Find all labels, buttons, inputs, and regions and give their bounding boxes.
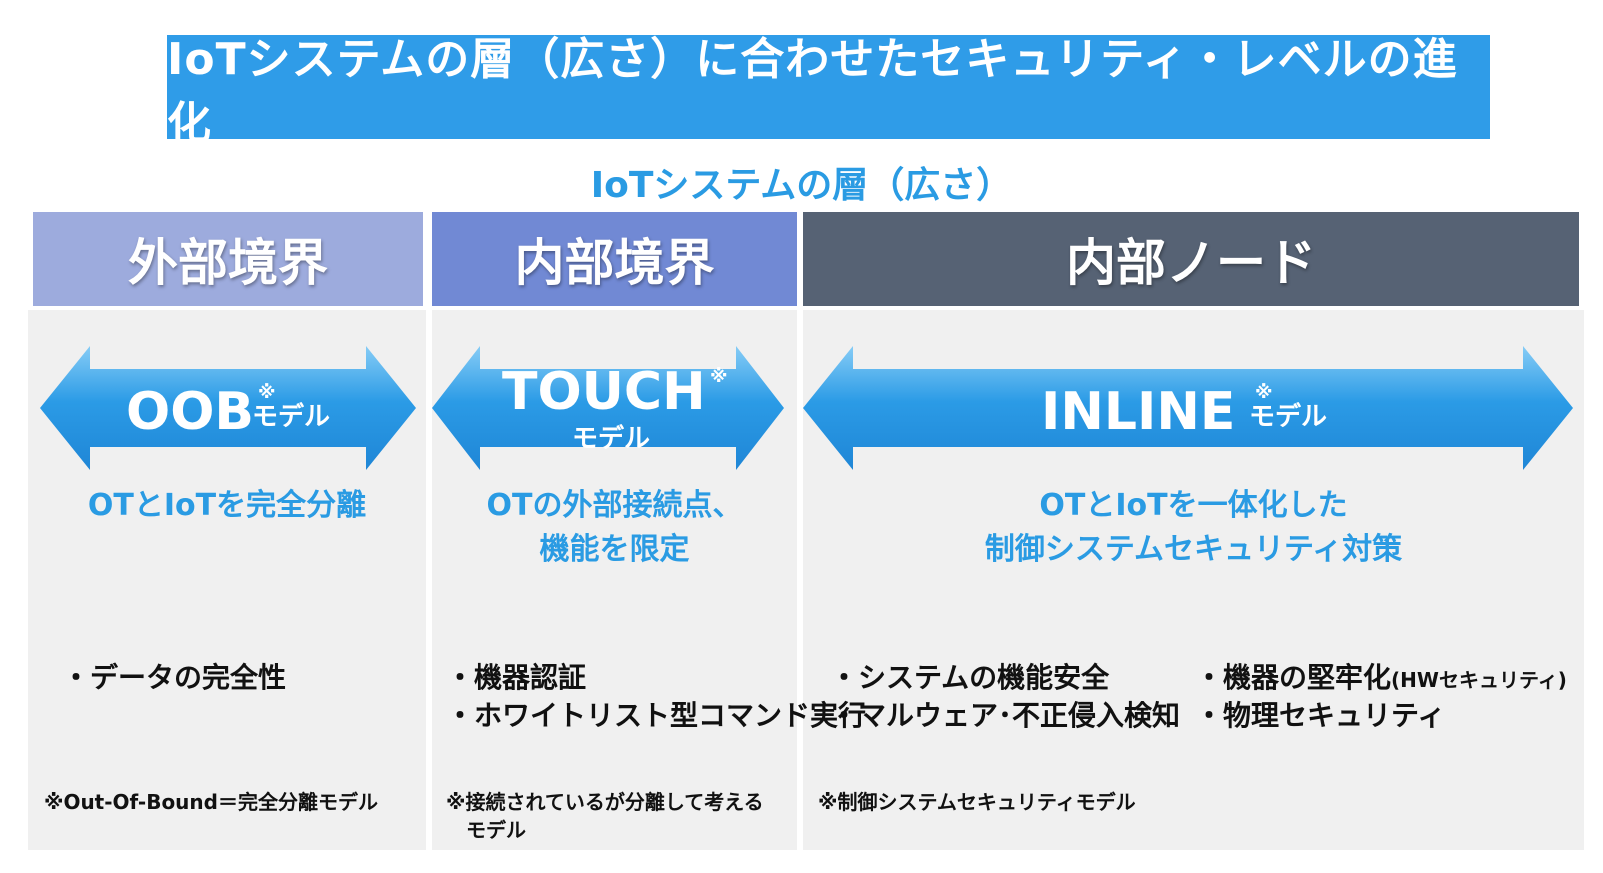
double-arrow-icon <box>432 346 784 470</box>
inline-bullet: ・マルウェア･不正侵入検知 <box>830 699 1181 732</box>
touch-bullet: ・機器認証 <box>446 661 587 694</box>
touch-model-arrow: TOUCH ※ モデル <box>432 346 784 470</box>
oob-model-suffix: モデル <box>252 402 331 432</box>
touch-model-mark: ※ <box>710 366 728 387</box>
inline-bullet-small: (HWセキュリティ) <box>1391 668 1567 692</box>
inline-bullet: ・機器の堅牢化(HWセキュリティ) <box>1195 656 1567 696</box>
touch-bullet: ・ホワイトリスト型コマンド実行 <box>446 699 867 732</box>
inline-bullet: ・物理セキュリティ <box>1195 699 1446 732</box>
oob-note-line: ※Out-Of-Bound＝完全分離モデル <box>44 790 378 814</box>
header-outer-boundary: 外部境界 <box>33 212 423 306</box>
header-inner-node: 内部ノード <box>803 212 1579 306</box>
inline-description-line: 制御システムセキュリティ対策 <box>984 532 1403 567</box>
inline-model-name: INLINE <box>1041 382 1236 442</box>
header-inner-boundary: 内部境界 <box>432 212 797 306</box>
oob-model-arrow: OOB ※ モデル <box>40 346 416 470</box>
oob-model-mark: ※ <box>258 382 276 403</box>
inline-description-line: OTとIoTを一体化した <box>1039 488 1348 523</box>
section-subtitle: IoTシステムの層（広さ） <box>590 165 1013 206</box>
inline-bullet-main: ・機器の堅牢化 <box>1195 661 1392 694</box>
touch-note: ※接続されているが分離して考える モデル <box>446 788 764 844</box>
touch-description: OTの外部接続点、 機能を限定 <box>432 484 797 572</box>
inline-model-suffix: モデル <box>1249 402 1328 432</box>
inline-model-arrow: INLINE ※ モデル <box>803 346 1573 470</box>
oob-model-name: OOB <box>126 382 255 442</box>
oob-note: ※Out-Of-Bound＝完全分離モデル <box>44 788 378 816</box>
touch-model-suffix: モデル <box>572 424 651 454</box>
oob-description: OTとIoTを完全分離 <box>28 484 426 528</box>
touch-note-line: ※接続されているが分離して考える <box>446 790 764 814</box>
inline-bullet: ・システムの機能安全 <box>830 661 1110 694</box>
inline-description: OTとIoTを一体化した 制御システムセキュリティ対策 <box>803 484 1584 572</box>
page-title: IoTシステムの層（広さ）に合わせたセキュリティ・レベルの進化 <box>167 34 1490 149</box>
inline-model-mark: ※ <box>1255 382 1273 403</box>
double-arrow-icon <box>803 346 1573 470</box>
oob-bullet: ・データの完全性 <box>62 661 287 694</box>
inline-note: ※制御システムセキュリティモデル <box>818 788 1136 816</box>
double-arrow-icon <box>40 346 416 470</box>
oob-description-line: OTとIoTを完全分離 <box>87 488 367 523</box>
touch-note-line: モデル <box>466 818 526 842</box>
touch-description-line: 機能を限定 <box>539 532 690 567</box>
inline-note-line: ※制御システムセキュリティモデル <box>818 790 1136 814</box>
touch-description-line: OTの外部接続点、 <box>486 488 743 523</box>
touch-model-name: TOUCH <box>502 362 706 422</box>
